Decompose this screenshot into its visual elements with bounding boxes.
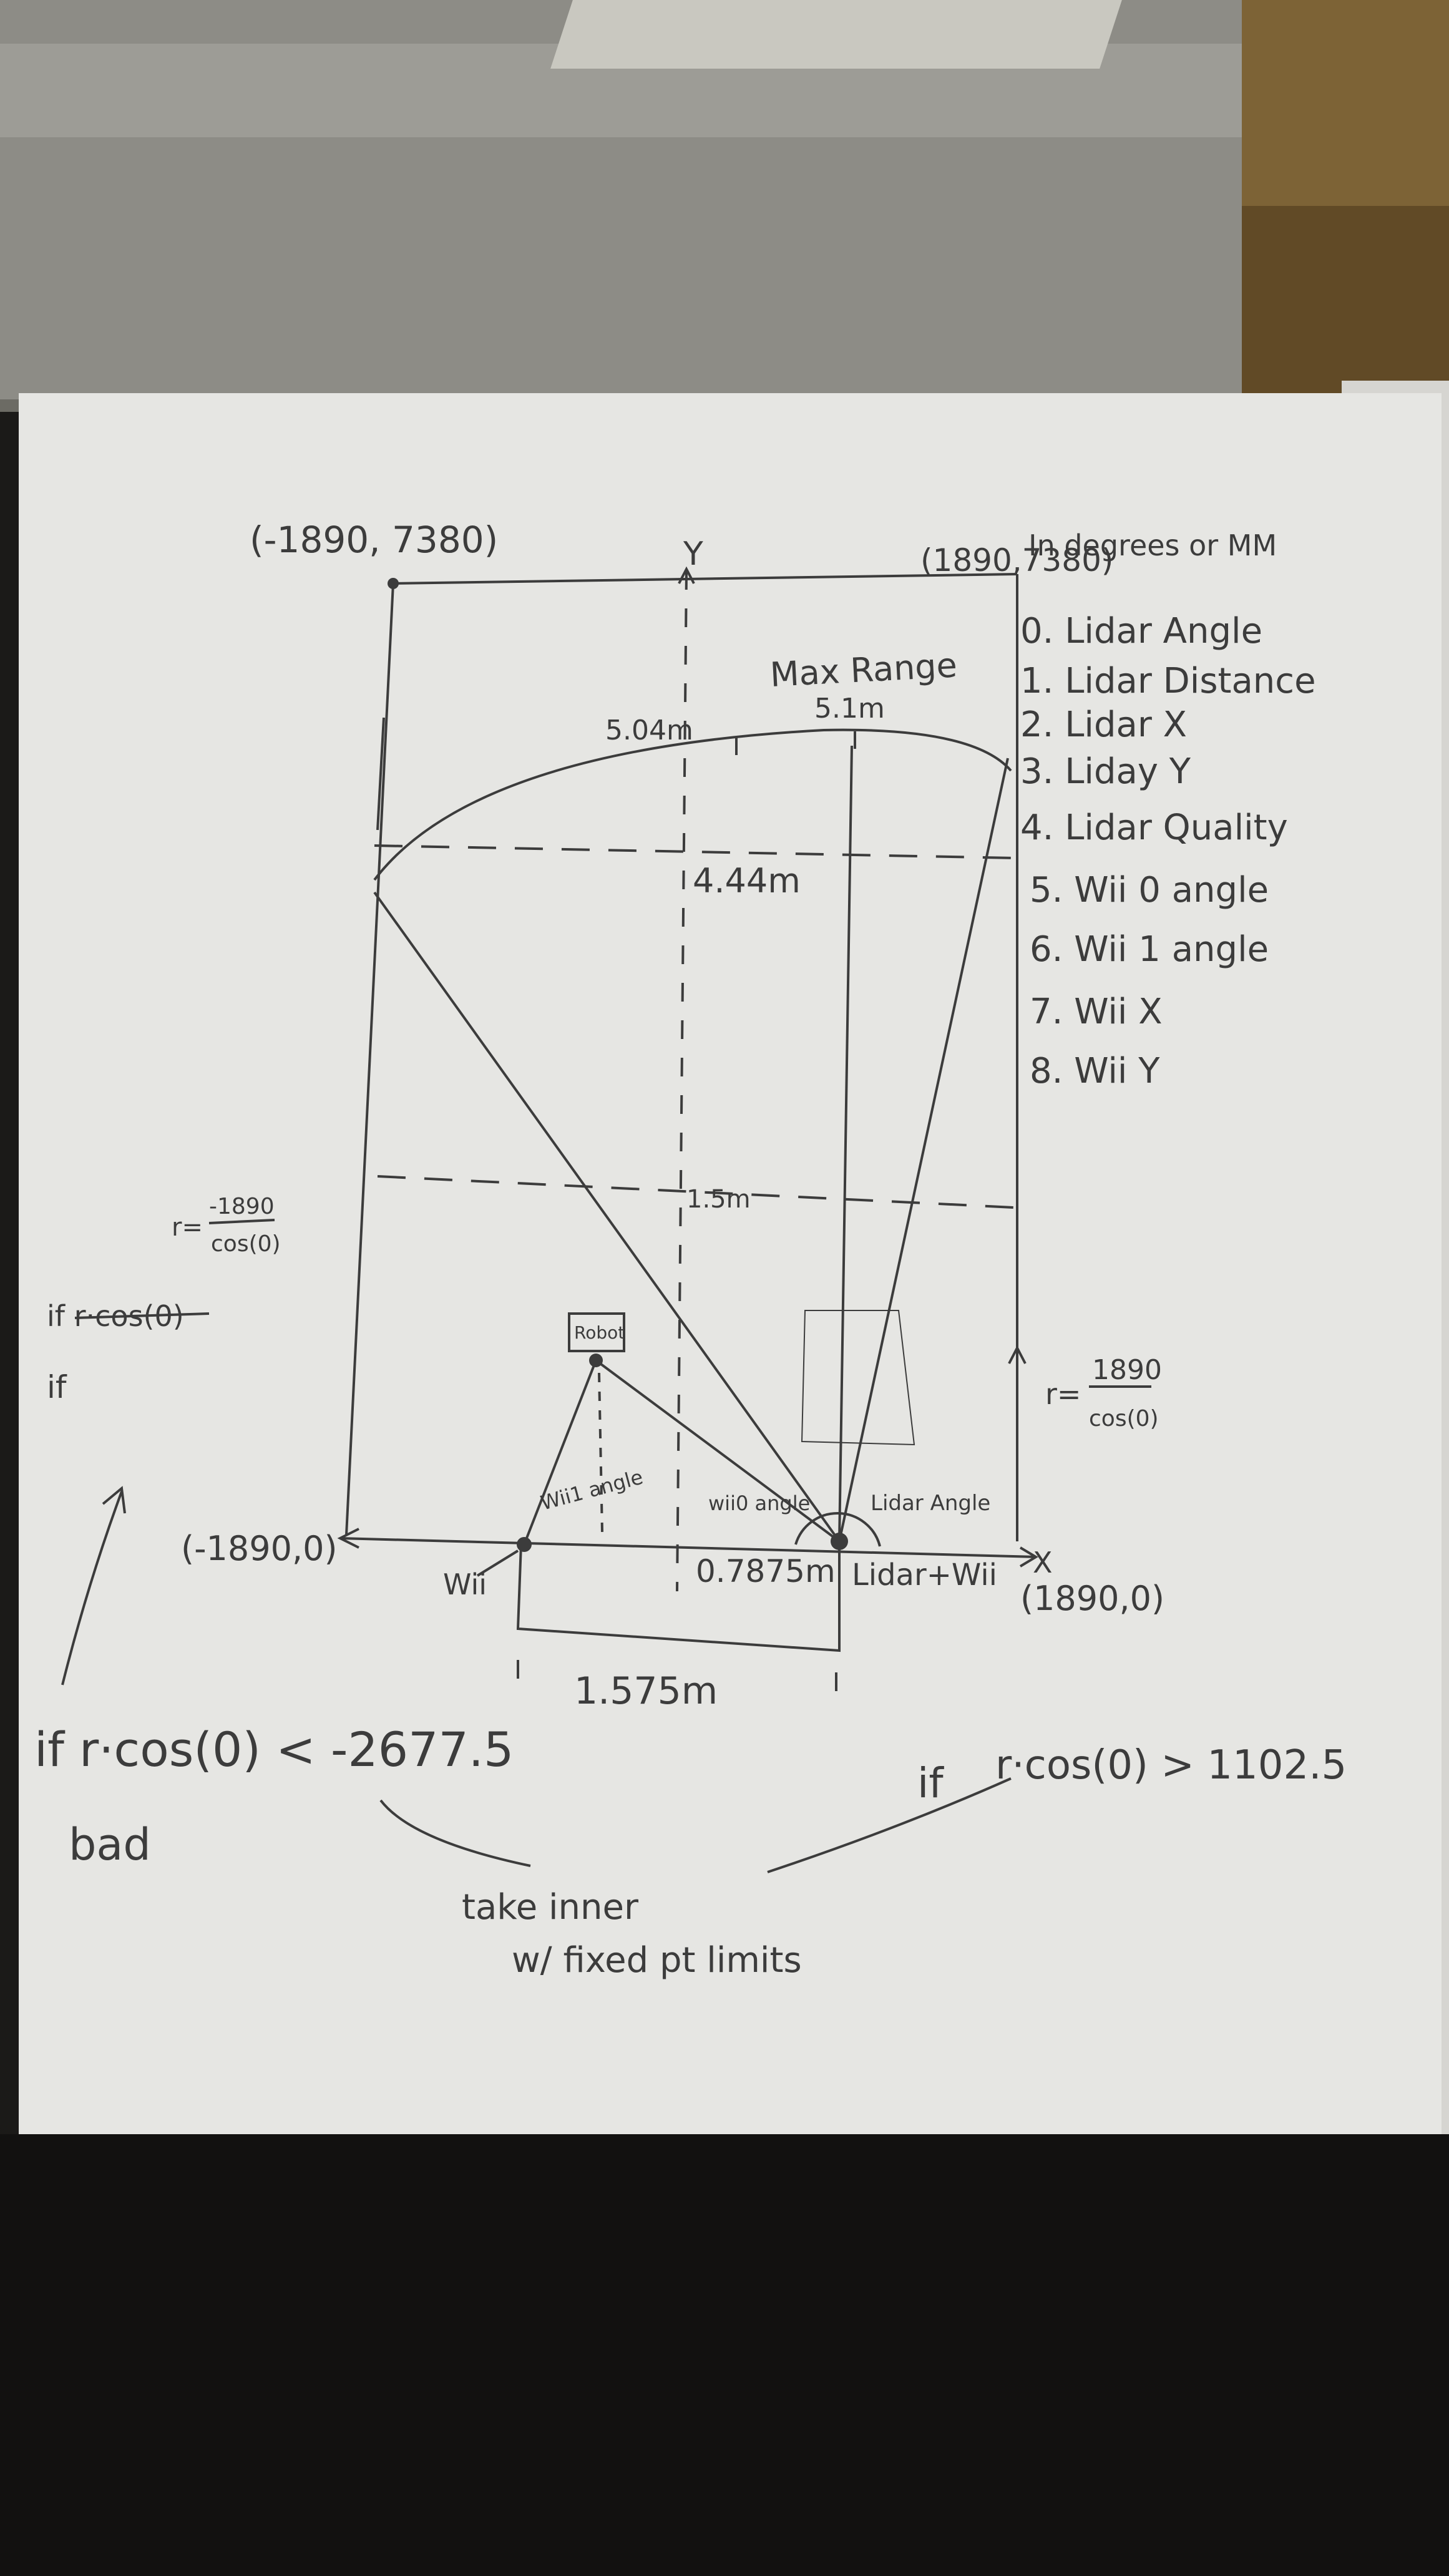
wooden-desk-shadow xyxy=(1242,206,1449,412)
bad-label: bad xyxy=(69,1819,151,1870)
robot-label: Robot xyxy=(574,1322,625,1343)
robot-point xyxy=(589,1354,603,1367)
top-right-coord: (1890,7380) xyxy=(920,542,1113,578)
max-range-arc xyxy=(373,728,1012,881)
left-origin-coord: (-1890,0) xyxy=(181,1529,338,1568)
x-axis xyxy=(339,1537,1037,1558)
left-up-arrow-head xyxy=(102,1486,126,1514)
legend-item-3: 3. Liday Y xyxy=(1020,751,1191,792)
right-origin-coord: (1890,0) xyxy=(1020,1579,1164,1618)
y-axis-label: Y xyxy=(683,535,703,573)
connector-curve-left xyxy=(379,1799,531,1867)
lower-distance-label: 1.5m xyxy=(686,1185,751,1214)
lidar-line-upper-right xyxy=(838,745,853,1542)
max-range-value: 5.1m xyxy=(814,693,885,724)
robot-box xyxy=(568,1312,625,1352)
wii-label: Wii xyxy=(443,1568,487,1601)
units-note: In degrees or MM xyxy=(1028,529,1277,562)
distance-line-1-5 xyxy=(377,1175,1015,1209)
mid-distance-label: 4.44m xyxy=(693,861,801,900)
short-distance-label: 0.7875m xyxy=(696,1553,836,1589)
bottom-left-condition: if r·cos(0) < -2677.5 xyxy=(34,1722,514,1777)
fixed-pt-label: w/ fixed pt limits xyxy=(512,1940,802,1981)
arc-left-value: 5.04m xyxy=(605,715,693,746)
faint-rectangle xyxy=(801,1310,915,1446)
right-formula-numerator: 1890 xyxy=(1092,1354,1162,1386)
field-left-top-tick xyxy=(376,717,385,831)
right-formula-denominator: cos(0) xyxy=(1089,1406,1159,1432)
legend-item-0: 0. Lidar Angle xyxy=(1020,611,1262,651)
lidar-angle-arc xyxy=(794,1511,881,1547)
top-left-coord: (-1890, 7380) xyxy=(250,519,498,561)
lidar-line-far-right xyxy=(838,758,1009,1542)
distance-line-4-44 xyxy=(374,844,1015,859)
legend-item-8: 8. Wii Y xyxy=(1030,1051,1160,1091)
lidar-wii-label: Lidar+Wii xyxy=(852,1558,997,1593)
field-top-edge xyxy=(393,573,1018,585)
wii-point xyxy=(517,1537,532,1552)
strikethrough-line xyxy=(74,1312,210,1319)
robot-to-wii xyxy=(523,1360,597,1545)
wii1-angle-label: Wii1 angle xyxy=(538,1465,645,1515)
x-axis-label: X xyxy=(1033,1546,1053,1579)
max-range-title: Max Range xyxy=(769,645,958,695)
y-axis-arrow xyxy=(678,566,695,584)
left-formula-denominator: cos(0) xyxy=(211,1231,281,1257)
lidar-point xyxy=(831,1533,848,1550)
lidar-diagonal-left xyxy=(373,891,841,1543)
left-formula-r: r= xyxy=(172,1213,203,1242)
field-right-arrow xyxy=(1008,1345,1027,1364)
take-inner-label: take inner xyxy=(462,1887,639,1928)
struck-formula: if r·cos(0) xyxy=(47,1299,184,1333)
x-axis-right-arrow xyxy=(1019,1546,1038,1568)
robot-to-lidar xyxy=(595,1359,841,1543)
left-formula-numerator: -1890 xyxy=(209,1194,275,1219)
left-fraction-bar xyxy=(208,1219,275,1224)
wii0-angle-label: wii0 angle xyxy=(708,1491,810,1515)
legend-item-7: 7. Wii X xyxy=(1030,992,1163,1032)
legend-item-1: 1. Lidar Distance xyxy=(1020,661,1316,701)
legend-item-4: 4. Lidar Quality xyxy=(1020,807,1288,848)
robot-dashed-down xyxy=(598,1372,603,1533)
x-axis-left-arrow xyxy=(337,1528,359,1549)
wii-bracket xyxy=(516,1544,841,1652)
wii-pointer-arrow xyxy=(476,1549,519,1577)
if-label-left: if xyxy=(47,1369,67,1405)
connector-curve-right xyxy=(767,1777,1012,1873)
bottom-right-if: if xyxy=(917,1759,944,1807)
field-left-edge xyxy=(345,583,394,1536)
lidar-angle-label: Lidar Angle xyxy=(871,1491,990,1516)
paper-sheet xyxy=(19,393,1442,2134)
bottom-right-condition: r·cos(0) > 1102.5 xyxy=(995,1742,1347,1788)
right-formula-r: r= xyxy=(1045,1377,1081,1411)
long-distance-label: 1.575m xyxy=(574,1669,718,1713)
legend-item-2: 2. Lidar X xyxy=(1020,705,1187,745)
legend-item-6: 6. Wii 1 angle xyxy=(1030,929,1269,970)
corner-point-top-left xyxy=(388,578,399,589)
dark-floor xyxy=(0,2134,1449,2576)
left-up-arrow xyxy=(61,1491,123,1686)
legend-item-5: 5. Wii 0 angle xyxy=(1030,870,1269,910)
